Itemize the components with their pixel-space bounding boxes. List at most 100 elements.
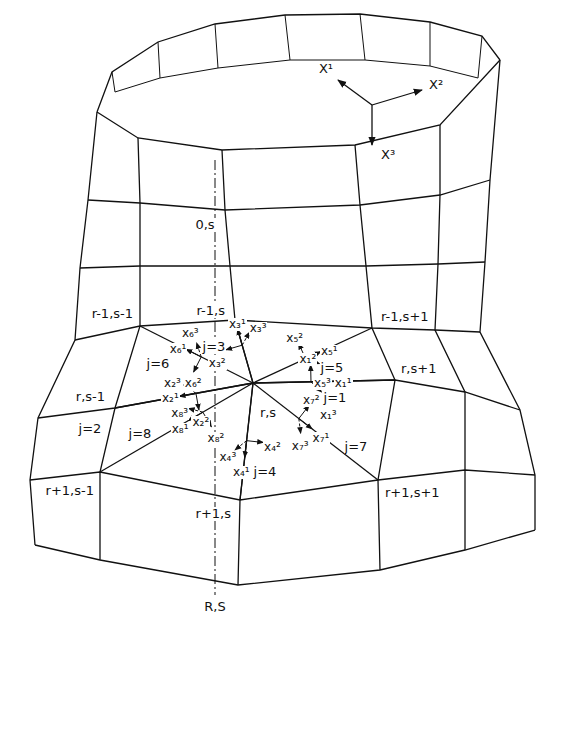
- local-axis-label: x₇¹: [312, 432, 331, 445]
- label-holder: x₈¹: [171, 419, 190, 437]
- mesh-meridian: [100, 138, 140, 560]
- label-holder: R,S: [203, 597, 226, 615]
- label-holder: j=8: [128, 424, 153, 442]
- label-holder: X³: [380, 145, 396, 163]
- label-holder: j=6: [146, 354, 171, 372]
- node-label: r+1,s-1: [45, 484, 95, 498]
- local-axis-label: x₅¹: [320, 345, 339, 358]
- label-holder: r-1,s+1: [380, 307, 430, 325]
- local-axis-label: x₄²: [263, 441, 282, 454]
- local-axis-arrow: [194, 357, 202, 372]
- direction-line: [253, 328, 372, 383]
- label-holder: j=3: [202, 337, 227, 355]
- local-axis-label: x₄³: [218, 451, 237, 464]
- local-axis-label: x₈¹: [171, 423, 190, 436]
- node-label: r-1,s+1: [380, 310, 430, 324]
- mesh-ring: [30, 470, 535, 500]
- label-holder: x₃¹: [228, 314, 247, 332]
- top-rim-back: [97, 14, 500, 112]
- local-axis-label: x₆³: [181, 327, 200, 340]
- node-label: r-1,s-1: [91, 307, 134, 321]
- label-holder: x₁³: [319, 405, 338, 423]
- node-label: r+1,s+1: [384, 486, 441, 500]
- label-holder: x₂¹: [161, 388, 180, 406]
- inner-back-panel-line: [158, 42, 160, 78]
- label-holder: x₂³: [163, 373, 182, 391]
- local-axis-arrow: [179, 393, 196, 396]
- label-holder: x₂²: [191, 412, 210, 430]
- mesh-meridian: [480, 60, 535, 530]
- direction-line: [100, 383, 253, 472]
- label-holder: r-1,s: [196, 301, 226, 319]
- direction-line: [253, 383, 378, 480]
- mesh-ring: [88, 180, 490, 210]
- local-axis-arrow: [235, 441, 247, 450]
- label-holder: x₆³: [181, 323, 200, 341]
- local-axis-label: x₈³: [170, 407, 189, 420]
- mesh-meridian: [30, 112, 97, 545]
- local-axis-label: x₇²: [302, 394, 321, 407]
- label-holder: r+1,s: [195, 504, 232, 522]
- direction-label: j=8: [128, 427, 153, 441]
- label-holder: x₁¹: [334, 373, 353, 391]
- local-axis-label: x₅²: [285, 332, 304, 345]
- label-holder: r+1,s-1: [45, 481, 95, 499]
- local-axis-label: x₆²: [184, 377, 203, 390]
- label-holder: x₄²: [263, 437, 282, 455]
- inner-back-panel-line: [478, 36, 482, 78]
- label-holder: x₅²: [285, 328, 304, 346]
- local-axis-arrow: [226, 345, 242, 350]
- mesh-ring: [38, 380, 520, 418]
- direction-label: j=4: [253, 465, 278, 479]
- local-axis-arrow: [197, 343, 202, 357]
- local-axis-label: x₁²: [298, 353, 317, 366]
- label-holder: 0,s: [194, 215, 215, 233]
- node-label: r-1,s: [196, 304, 226, 318]
- inner-back-ring: [115, 60, 478, 92]
- local-axis-label: x₁¹: [334, 377, 353, 390]
- local-axis-arrow: [238, 329, 243, 345]
- global-axis-label: X³: [380, 148, 396, 162]
- label-holder: X¹: [318, 59, 334, 77]
- inner-back-panel-line: [360, 14, 365, 60]
- node-label: r+1,s: [195, 507, 232, 521]
- inner-back-panel-line: [430, 22, 431, 66]
- local-axis-label: x₅³: [313, 377, 332, 390]
- local-axis-arrow: [310, 365, 311, 382]
- local-axis-label: x₂¹: [161, 392, 180, 405]
- direction-label: j=7: [344, 440, 369, 454]
- inner-back-panel-line: [215, 24, 218, 68]
- inner-back-panel-line: [285, 15, 290, 60]
- label-holder: r+1,s+1: [384, 483, 441, 501]
- direction-label: j=5: [320, 361, 345, 375]
- label-holder: x₇²: [302, 390, 321, 408]
- label-holder: j=1: [323, 388, 348, 406]
- label-holder: r,s: [259, 403, 277, 421]
- mesh-meridian: [355, 145, 395, 570]
- local-axis-label: x₂²: [191, 416, 210, 429]
- local-axis-arrow: [196, 393, 199, 410]
- local-axis-arrow: [299, 419, 312, 429]
- node-label: r,s+1: [400, 362, 437, 376]
- local-axis-label: x₃¹: [228, 318, 247, 331]
- label-holder: r-1,s-1: [91, 304, 134, 322]
- label-holder: x₅¹: [320, 341, 339, 359]
- label-holder: x₄³: [218, 447, 237, 465]
- global-axis-arrow: [372, 90, 422, 105]
- label-holder: x₁²: [298, 349, 317, 367]
- label-holder: j=7: [344, 437, 369, 455]
- global-axis-arrow: [371, 105, 372, 145]
- inner-back-panel-line: [112, 72, 115, 92]
- local-axis-label: x₇³: [291, 440, 310, 453]
- local-axis-arrow: [247, 441, 264, 443]
- local-axis-label: x₄¹: [232, 466, 251, 479]
- local-axis-arrow: [188, 408, 203, 412]
- local-axis-label: x₃³: [249, 322, 268, 335]
- label-holder: x₈²: [207, 428, 226, 446]
- label-holder: X²: [428, 75, 444, 93]
- node-label: r,s-1: [75, 390, 106, 404]
- label-holder: j=2: [78, 419, 103, 437]
- label-holder: x₇³: [291, 436, 310, 454]
- node-label: 0,s: [194, 218, 215, 232]
